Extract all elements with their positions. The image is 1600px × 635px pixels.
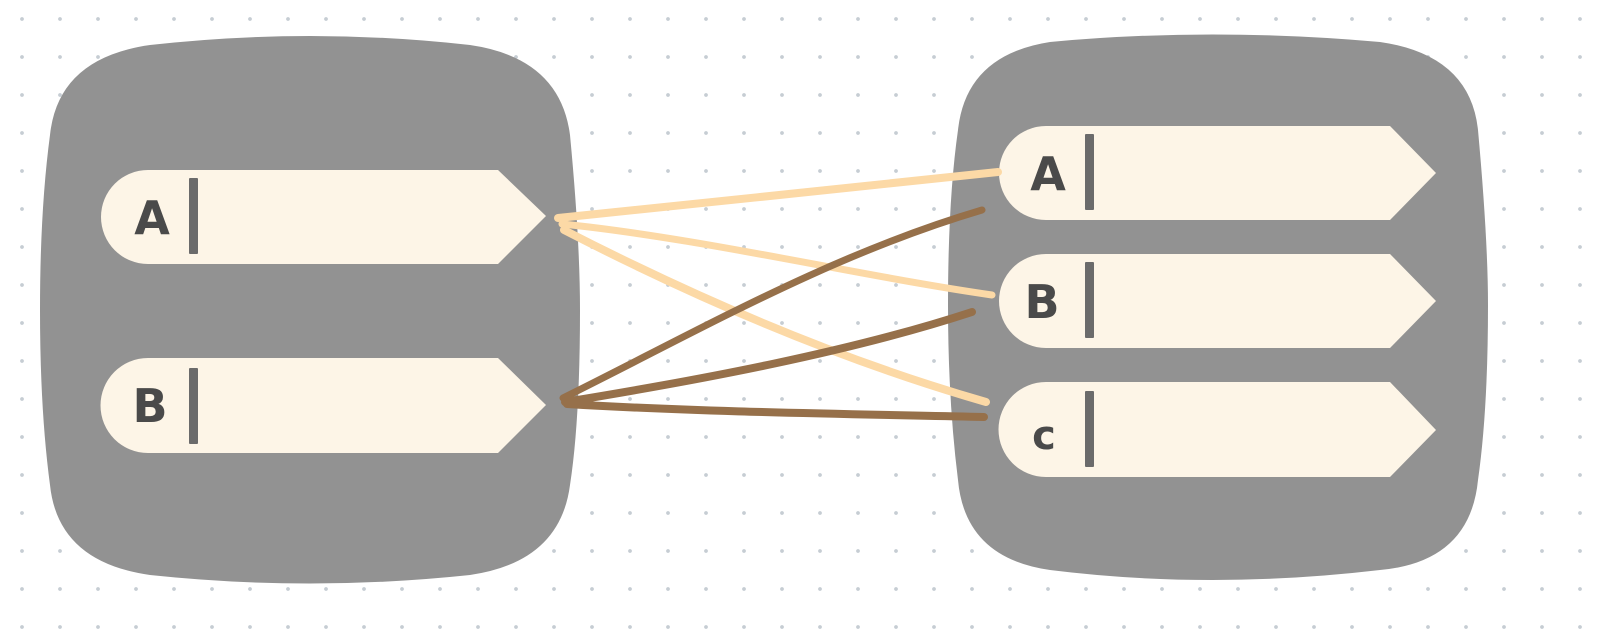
left-port-a[interactable]: A — [101, 170, 546, 264]
left-port-b[interactable]: B — [100, 358, 547, 453]
cursor-bar — [1085, 262, 1094, 338]
right-port-c[interactable]: c — [998, 382, 1436, 477]
port-shape — [998, 382, 1436, 477]
port-shape — [999, 126, 1436, 220]
port-label: c — [1032, 413, 1056, 459]
link-left-b-to-right-b[interactable] — [561, 308, 976, 406]
port-label: B — [1024, 275, 1059, 329]
port-label: A — [1030, 147, 1066, 201]
link-left-a-to-right-b[interactable] — [558, 220, 996, 299]
cursor-bar — [189, 368, 198, 444]
right-port-a[interactable]: A — [999, 126, 1436, 220]
link-left-a-to-right-c[interactable] — [560, 226, 990, 406]
cursor-bar — [1085, 391, 1094, 467]
cursor-bar — [189, 178, 198, 254]
port-label: B — [132, 379, 167, 433]
port-shape — [101, 170, 546, 264]
right-port-b[interactable]: B — [999, 254, 1436, 348]
left-group-container[interactable] — [40, 36, 580, 584]
link-left-b-to-right-c[interactable] — [563, 400, 988, 421]
link-left-b-to-right-a[interactable] — [559, 206, 986, 402]
port-shape — [999, 254, 1436, 348]
port-label: A — [134, 191, 170, 245]
link-left-a-to-right-a[interactable] — [554, 168, 1002, 222]
cursor-bar — [1085, 134, 1094, 210]
port-shape — [100, 358, 547, 453]
